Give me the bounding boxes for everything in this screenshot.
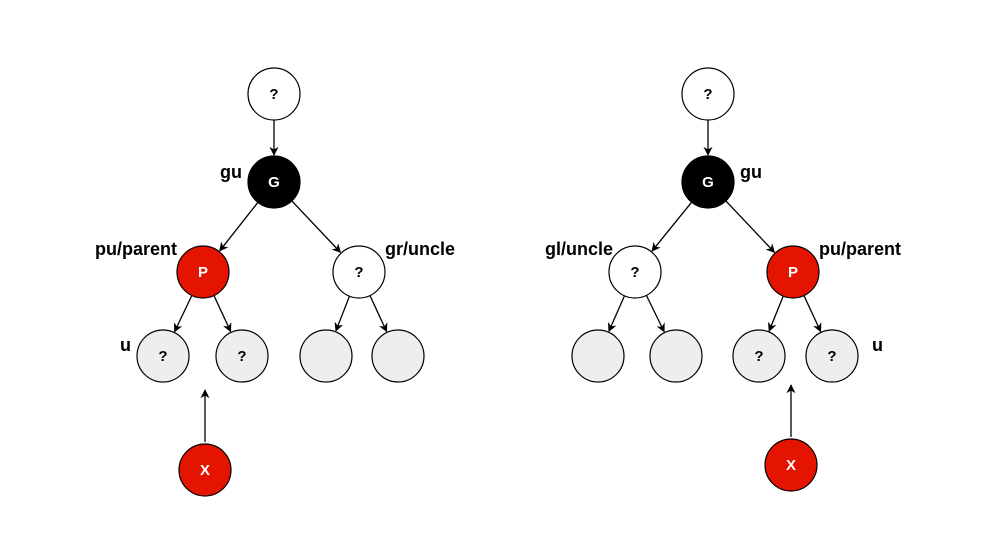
left-node-inserted-label: X bbox=[200, 462, 210, 479]
right-node-top-label: ? bbox=[703, 86, 712, 103]
right-node-parent-circle bbox=[766, 245, 820, 299]
left-edge-grandparent-to-parent bbox=[219, 202, 259, 252]
left-edge-parent-to-parent_child_left bbox=[174, 295, 193, 333]
right-node-parent-child-right-label: ? bbox=[827, 348, 836, 365]
left-node-uncle-child-right bbox=[371, 329, 425, 383]
right-node-grandparent-circle bbox=[681, 155, 735, 209]
side-labels: gu pu/parent gr/uncle u gu gl/uncle pu/parent u bbox=[95, 162, 901, 355]
left-node-uncle-child-right-circle bbox=[371, 329, 425, 383]
left-node-parent-child-left-circle bbox=[136, 329, 190, 383]
right-node-uncle: ? bbox=[608, 245, 662, 299]
left-node-inserted: X bbox=[178, 443, 232, 497]
right-node-uncle-child-left-circle bbox=[571, 329, 625, 383]
left-edge-uncle-to-uncle_child_right bbox=[369, 295, 388, 333]
right-node-uncle-child-left bbox=[571, 329, 625, 383]
left-node-uncle-child-left-circle bbox=[299, 329, 353, 383]
left-tag-parent: pu/parent bbox=[95, 239, 177, 259]
right-node-uncle-child-right-circle bbox=[649, 329, 703, 383]
right-edge-parent-to-parent_child_left bbox=[767, 295, 784, 332]
left-node-parent-child-right: ? bbox=[215, 329, 269, 383]
right-node-inserted-circle bbox=[764, 438, 818, 492]
right-tag-uncle: gl/uncle bbox=[545, 239, 613, 259]
right-node-parent-child-right-circle bbox=[805, 329, 859, 383]
right-node-uncle-label: ? bbox=[630, 264, 639, 281]
right-tag-parent-child-right: u bbox=[872, 335, 883, 355]
left-node-uncle: ? bbox=[332, 245, 386, 299]
left-node-inserted-circle bbox=[178, 443, 232, 497]
left-node-top-label: ? bbox=[269, 86, 278, 103]
left-tag-grandparent: gu bbox=[220, 162, 242, 182]
right-edge-uncle-to-uncle_child_right bbox=[645, 295, 665, 333]
left-node-parent: P bbox=[176, 245, 230, 299]
left-node-parent-child-left-label: ? bbox=[158, 348, 167, 365]
right-node-inserted-label: X bbox=[786, 457, 796, 474]
right-tag-parent: pu/parent bbox=[819, 239, 901, 259]
right-edge-uncle-to-uncle_child_left bbox=[608, 295, 626, 333]
left-node-top-circle bbox=[247, 67, 301, 121]
nodes: ? G P??? X? G? P?? X bbox=[136, 67, 859, 497]
right-node-parent-child-left-label: ? bbox=[754, 348, 763, 365]
right-node-parent-child-left: ? bbox=[732, 329, 786, 383]
left-node-uncle-label: ? bbox=[354, 264, 363, 281]
left-node-top: ? bbox=[247, 67, 301, 121]
left-node-uncle-circle bbox=[332, 245, 386, 299]
right-node-grandparent-label: G bbox=[702, 174, 714, 191]
right-edge-grandparent-to-parent bbox=[725, 200, 776, 254]
left-node-uncle-child-left bbox=[299, 329, 353, 383]
left-tag-uncle: gr/uncle bbox=[385, 239, 455, 259]
right-node-uncle-child-right bbox=[649, 329, 703, 383]
left-node-parent-child-left: ? bbox=[136, 329, 190, 383]
right-node-parent-child-right: ? bbox=[805, 329, 859, 383]
right-node-top-circle bbox=[681, 67, 735, 121]
left-node-grandparent: G bbox=[247, 155, 301, 209]
left-edge-grandparent-to-uncle bbox=[291, 200, 342, 254]
right-node-parent-child-left-circle bbox=[732, 329, 786, 383]
left-node-parent-child-right-circle bbox=[215, 329, 269, 383]
right-node-top: ? bbox=[681, 67, 735, 121]
left-tag-parent-child-left: u bbox=[120, 335, 131, 355]
right-node-grandparent: G bbox=[681, 155, 735, 209]
left-edge-parent-to-parent_child_right bbox=[213, 295, 232, 333]
left-node-parent-circle bbox=[176, 245, 230, 299]
edges bbox=[174, 120, 822, 442]
right-node-parent: P bbox=[766, 245, 820, 299]
left-node-grandparent-label: G bbox=[268, 174, 280, 191]
right-node-parent-label: P bbox=[788, 264, 798, 281]
left-node-grandparent-circle bbox=[247, 155, 301, 209]
right-tag-grandparent: gu bbox=[740, 162, 762, 182]
right-node-uncle-circle bbox=[608, 245, 662, 299]
left-node-parent-child-right-label: ? bbox=[237, 348, 246, 365]
right-edge-parent-to-parent_child_right bbox=[803, 295, 822, 333]
left-node-parent-label: P bbox=[198, 264, 208, 281]
left-edge-uncle-to-uncle_child_left bbox=[334, 295, 351, 332]
right-edge-grandparent-to-uncle bbox=[651, 201, 693, 252]
right-node-inserted: X bbox=[764, 438, 818, 492]
